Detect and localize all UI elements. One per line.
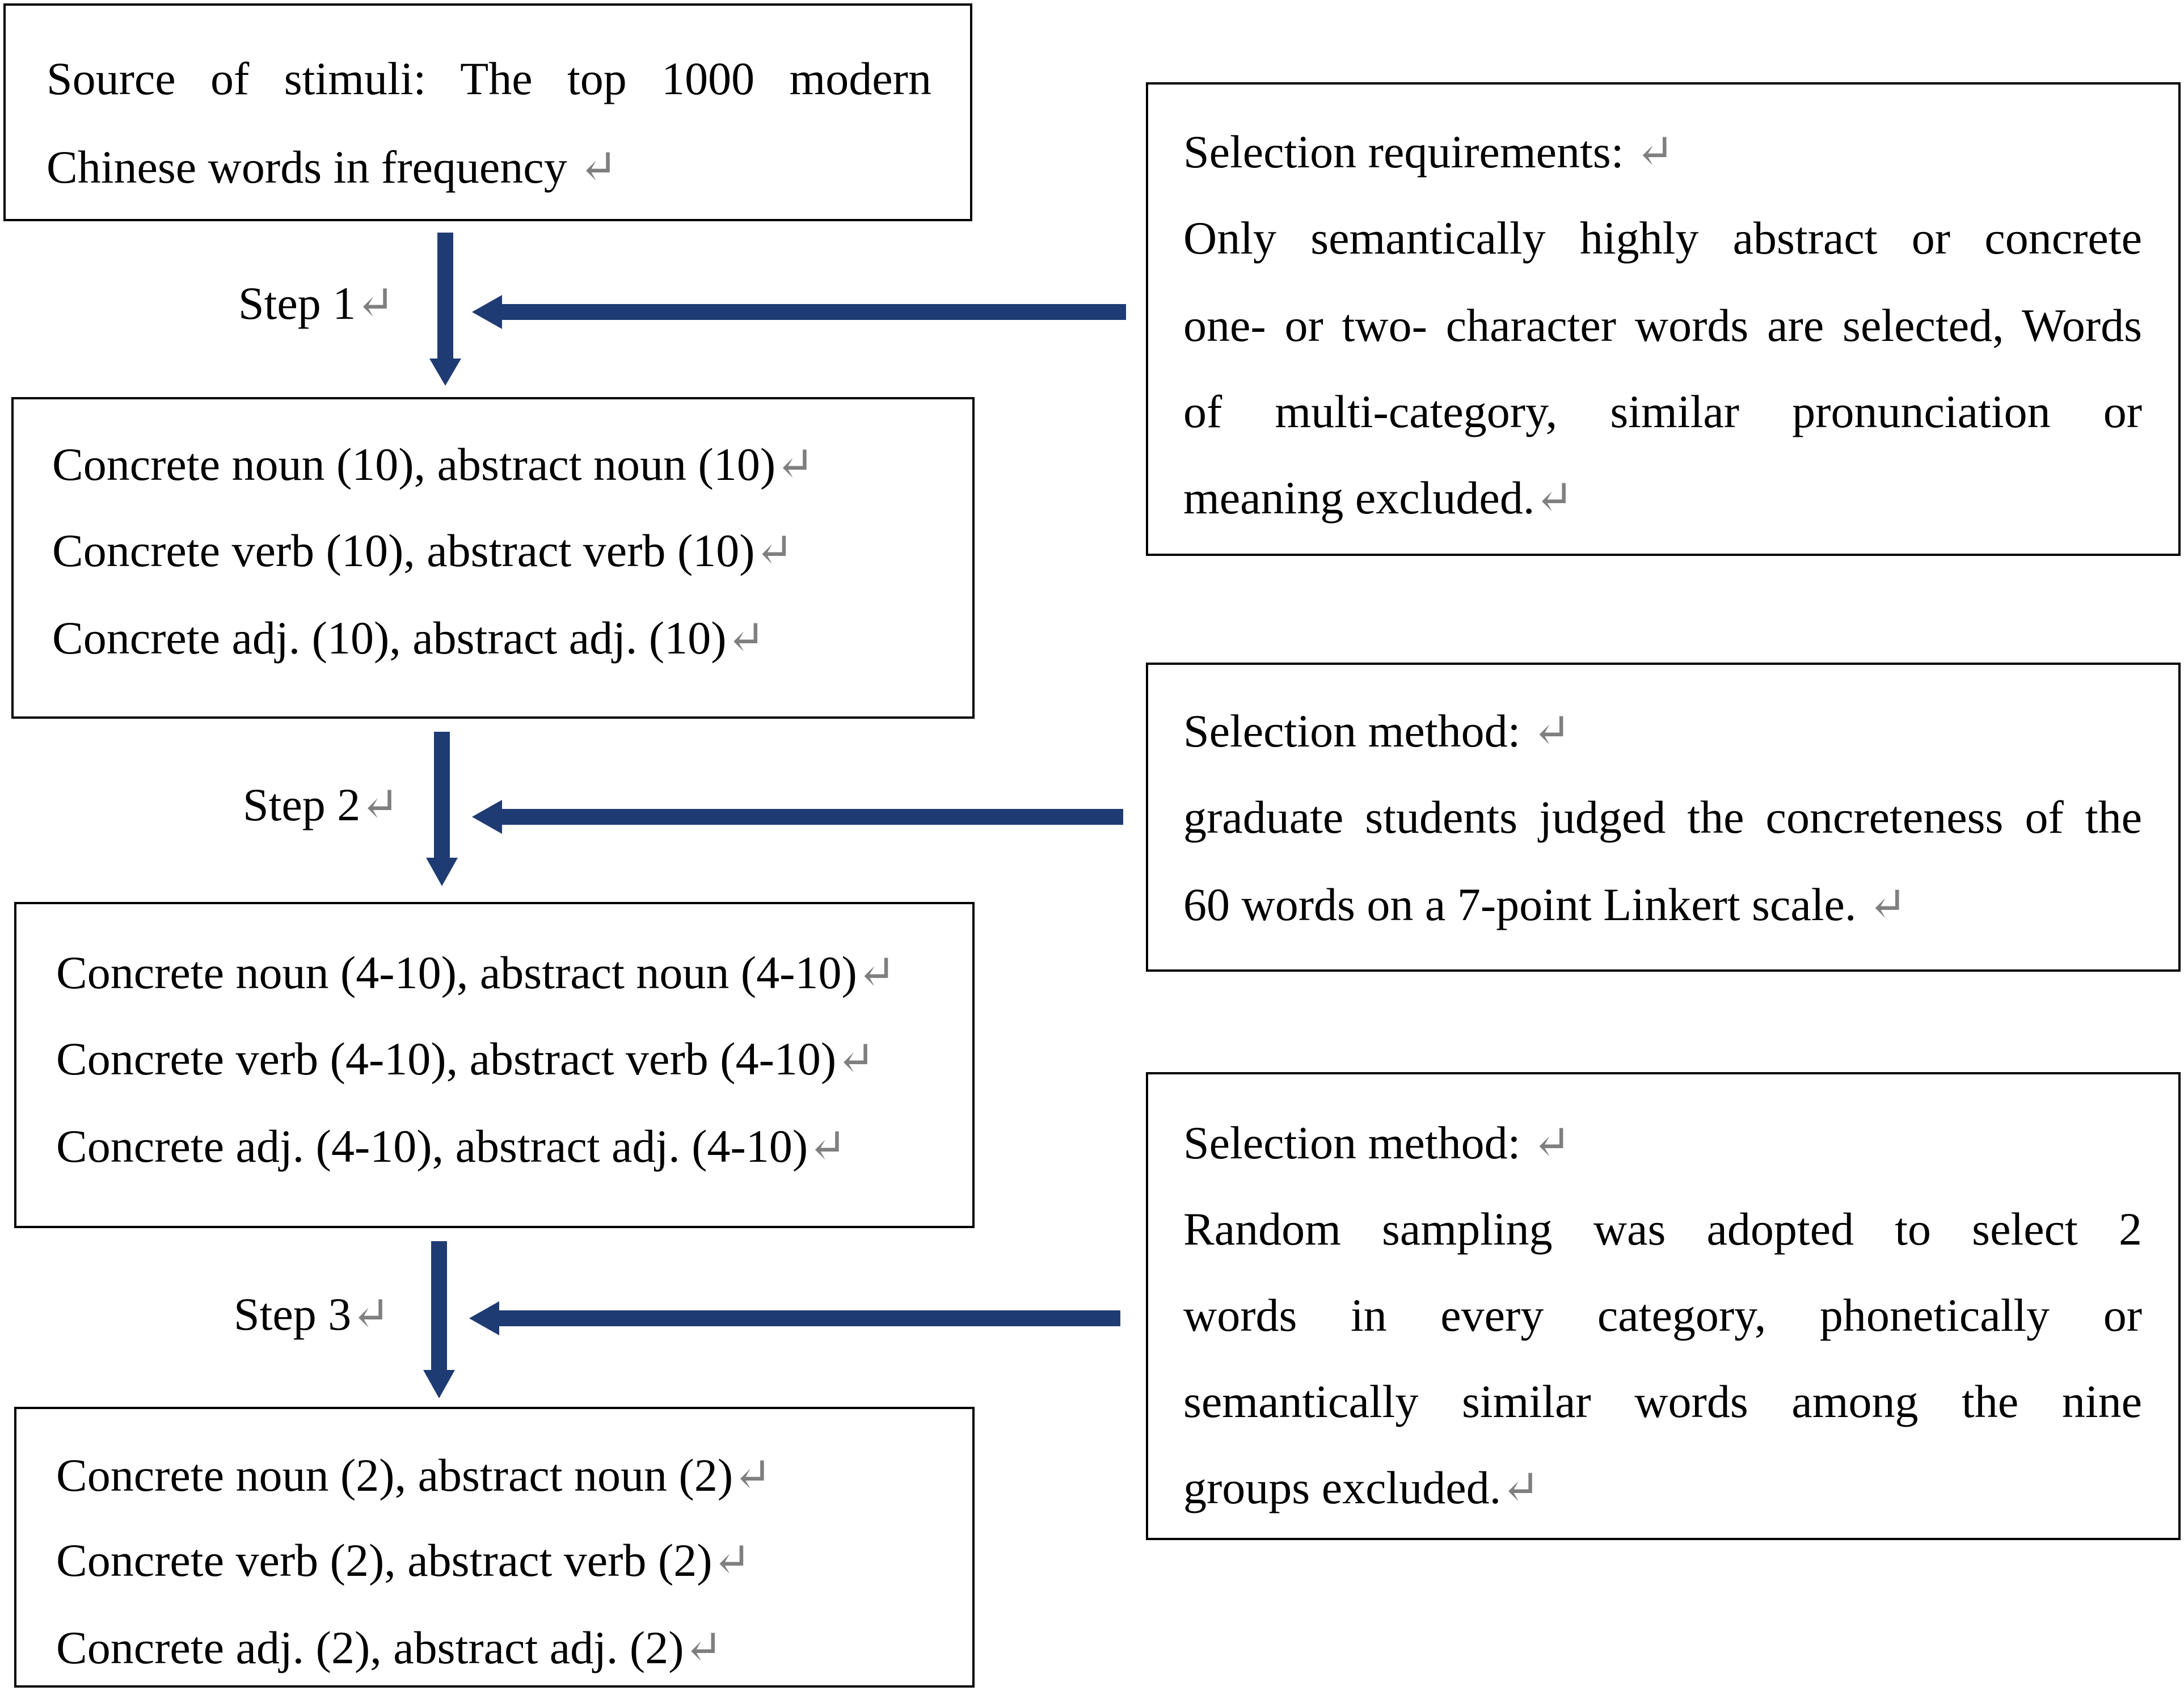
return-mark-icon: ↵ — [857, 947, 896, 998]
step-3-result-box: Concrete noun (2), abstract noun (2)↵ Co… — [14, 1407, 975, 1688]
step3-line-1: Concrete noun (2), abstract noun (2)↵ — [56, 1449, 772, 1501]
step1-line-2: Concrete verb (10), abstract verb (10)↵ — [52, 525, 794, 576]
step-1-label: Step 1↵ — [238, 277, 395, 329]
return-mark-icon: ↵ — [775, 438, 815, 490]
return-mark-icon: ↵ — [579, 141, 618, 193]
return-mark-icon: ↵ — [836, 1033, 875, 1085]
method2-heading: Selection method: ↵ — [1183, 1117, 1571, 1169]
step2-line-1: Concrete noun (4-10), abstract noun (4-1… — [56, 947, 896, 998]
method1-line-2: 60 words on a 7-point Linkert scale. ↵ — [1183, 879, 1907, 930]
step3-line-2: Concrete verb (2), abstract verb (2)↵ — [56, 1534, 752, 1586]
step1-line-1: Concrete noun (10), abstract noun (10)↵ — [52, 438, 815, 490]
return-mark-icon: ↵ — [733, 1449, 772, 1501]
source-line-1: Source of stimuli: The top 1000 modern — [47, 53, 931, 104]
return-mark-icon: ↵ — [1501, 1462, 1540, 1513]
step3-line-3: Concrete adj. (2), abstract adj. (2)↵ — [56, 1622, 723, 1673]
return-mark-icon: ↵ — [684, 1622, 723, 1673]
selection-method-box-2: Selection method: ↵ Random sampling was … — [1146, 1072, 2181, 1540]
return-mark-icon: ↵ — [1532, 705, 1571, 757]
step-2-result-box: Concrete noun (4-10), abstract noun (4-1… — [14, 902, 975, 1228]
method1-heading: Selection method: ↵ — [1183, 705, 1571, 757]
step-1-result-box: Concrete noun (10), abstract noun (10)↵ … — [11, 397, 975, 719]
req-line-4: meaning excluded.↵ — [1183, 472, 1574, 524]
return-mark-icon: ↵ — [1867, 879, 1907, 930]
method2-line-1: Random sampling was adopted to select 2 — [1183, 1203, 2142, 1255]
return-mark-icon: ↵ — [356, 277, 395, 329]
return-mark-icon: ↵ — [1635, 126, 1675, 178]
req-heading: Selection requirements: ↵ — [1183, 126, 1675, 178]
req-line-1: Only semantically highly abstract or con… — [1183, 212, 2142, 264]
return-mark-icon: ↵ — [754, 525, 794, 576]
down-arrow-step-2 — [426, 732, 458, 886]
selection-requirements-box: Selection requirements: ↵ Only semantica… — [1146, 82, 2181, 556]
down-arrow-step-1 — [429, 233, 461, 386]
step2-line-3: Concrete adj. (4-10), abstract adj. (4-1… — [56, 1120, 847, 1172]
method2-line-2: words in every category, phonetically or — [1183, 1289, 2142, 1341]
left-arrow-step-3 — [469, 1301, 1120, 1335]
method2-line-4: groups excluded.↵ — [1183, 1462, 1540, 1513]
source-of-stimuli-box: Source of stimuli: The top 1000 modern C… — [3, 3, 972, 221]
left-arrow-step-2 — [472, 800, 1123, 834]
left-arrow-step-1 — [472, 295, 1126, 329]
step-3-label: Step 3↵ — [234, 1288, 391, 1340]
return-mark-icon: ↵ — [360, 779, 400, 830]
down-arrow-step-3 — [423, 1241, 455, 1398]
return-mark-icon: ↵ — [726, 612, 766, 664]
return-mark-icon: ↵ — [808, 1120, 847, 1172]
method1-line-1: graduate students judged the concretenes… — [1183, 791, 2142, 843]
step-2-label: Step 2↵ — [243, 779, 400, 830]
return-mark-icon: ↵ — [1534, 472, 1574, 524]
return-mark-icon: ↵ — [712, 1534, 752, 1586]
req-line-2: one- or two- character words are selecte… — [1183, 300, 2142, 351]
return-mark-icon: ↵ — [351, 1288, 391, 1340]
return-mark-icon: ↵ — [1532, 1117, 1571, 1169]
source-line-2: Chinese words in frequency ↵ — [47, 141, 618, 193]
method2-line-3: semantically similar words among the nin… — [1183, 1376, 2142, 1427]
req-line-3: of multi-category, similar pronunciation… — [1183, 386, 2142, 437]
step2-line-2: Concrete verb (4-10), abstract verb (4-1… — [56, 1033, 875, 1085]
selection-method-box-1: Selection method: ↵ graduate students ju… — [1146, 663, 2181, 972]
step1-line-3: Concrete adj. (10), abstract adj. (10)↵ — [52, 612, 766, 664]
